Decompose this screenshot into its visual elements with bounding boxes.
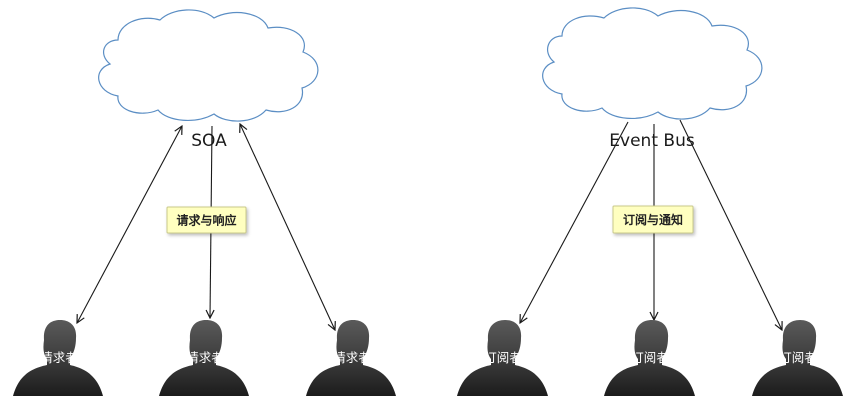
subscriber-actor-1: 订阅者	[457, 320, 548, 396]
event-bus-note: 订阅与通知	[612, 205, 694, 234]
actor-label: 订阅者	[484, 350, 522, 365]
person-silhouette-icon	[457, 320, 548, 396]
person-silhouette-icon	[306, 320, 396, 396]
event-bus-arrow-left	[520, 121, 629, 323]
actor-label: 请求者	[186, 350, 224, 365]
subscriber-actor-2: 订阅者	[604, 320, 695, 396]
person-silhouette-icon	[13, 320, 103, 396]
soa-arrow-left	[77, 126, 182, 323]
requester-actor-3: 请求者	[306, 320, 396, 396]
actor-label: 订阅者	[631, 350, 669, 365]
event-bus-note-text: 订阅与通知	[623, 212, 683, 227]
soa-label: SOA	[191, 131, 227, 151]
soa-note-text: 请求与响应	[176, 213, 236, 228]
actor-label: 订阅者	[779, 350, 817, 365]
person-silhouette-icon	[604, 320, 695, 396]
event-bus-section: Event Bus 订阅与通知 订阅者 订阅者 订阅者	[457, 7, 843, 396]
soa-note: 请求与响应	[166, 206, 247, 234]
subscriber-actor-3: 订阅者	[752, 320, 843, 396]
actor-label: 请求者	[40, 350, 78, 365]
soa-section: SOA 请求与响应 请求者 请求者 请求者	[13, 9, 396, 396]
event-bus-arrow-right	[679, 119, 782, 330]
requester-actor-2: 请求者	[159, 320, 249, 396]
requester-actor-1: 请求者	[13, 320, 103, 396]
person-silhouette-icon	[752, 320, 843, 396]
soa-arrow-right	[240, 124, 335, 330]
event-bus-cloud	[542, 7, 763, 120]
event-bus-label: Event Bus	[609, 131, 695, 151]
soa-cloud	[98, 9, 319, 122]
actor-label: 请求者	[333, 350, 371, 365]
person-silhouette-icon	[159, 320, 249, 396]
